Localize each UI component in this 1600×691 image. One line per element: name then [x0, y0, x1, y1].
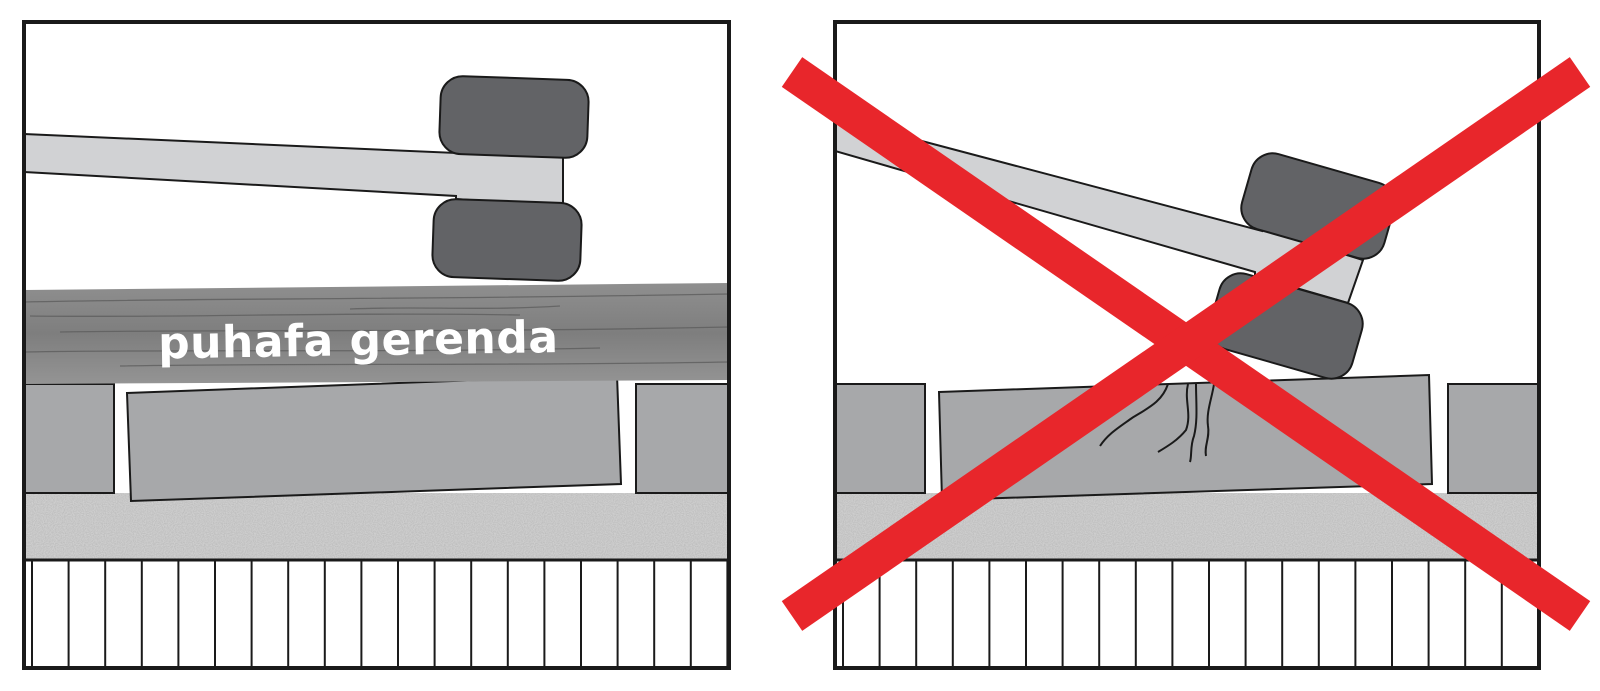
wooden-beam	[24, 283, 729, 384]
paving-stone-center	[125, 373, 623, 503]
paving-stone-right	[635, 383, 729, 494]
stone-cracks	[1099, 383, 1215, 463]
beam-label: puhafa gerenda	[158, 312, 559, 369]
panel-correct-frame	[22, 20, 731, 670]
rubber-mallet	[24, 75, 590, 282]
panel-correct: puhafa gerenda	[24, 22, 729, 668]
wood-grain	[24, 293, 729, 367]
paving-stone-left	[24, 383, 115, 494]
gravel-bed	[24, 493, 729, 560]
cross-stroke-2	[781, 57, 1591, 631]
panel-incorrect-frame	[833, 20, 1541, 670]
mallet-head-top	[438, 75, 590, 159]
mallet-head-bottom	[431, 198, 583, 282]
prohibition-cross	[781, 57, 1591, 631]
paving-stone-right	[1447, 383, 1539, 494]
paving-stone-left	[835, 383, 926, 494]
